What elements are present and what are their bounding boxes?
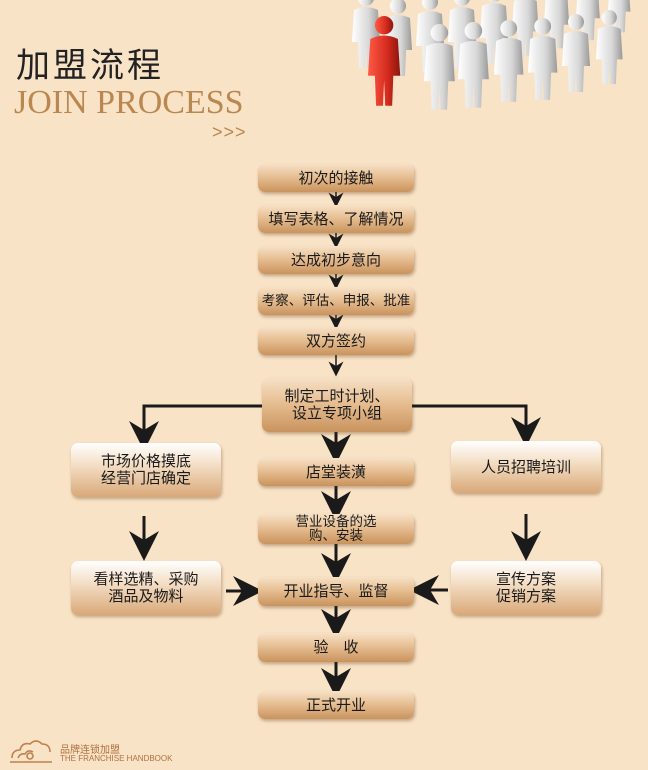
step-opening-guidance: 开业指导、监督	[258, 577, 414, 606]
step-equipment-line2: 购、安装	[309, 528, 363, 544]
step-sample-purchase: 看样选精、采购 酒品及物料	[71, 561, 221, 615]
step-acceptance: 验 收	[258, 633, 414, 662]
arrow-branch-right	[412, 404, 541, 447]
step-recruit-train: 人员招聘培训	[451, 441, 601, 493]
chevrons-decoration: >>>	[212, 122, 247, 142]
step-grand-opening: 正式开业	[258, 691, 414, 719]
step-plan-team-line1: 制定工时计划、	[284, 387, 390, 405]
page-title-en: JOIN PROCESS	[14, 84, 244, 121]
step-sign-contract: 双方签约	[258, 327, 414, 355]
step-fill-form: 填写表格、了解情况	[258, 205, 414, 233]
step-market-survey-line2: 经营门店确定	[100, 469, 191, 487]
footer-brand-en: THE FRANCHISE HANDBOOK	[60, 754, 173, 763]
step-plan-team-line2: 设立专项小组	[291, 404, 382, 422]
step-sample-purchase-line2: 酒品及物料	[108, 587, 184, 605]
arrow-branch-left	[129, 404, 262, 451]
step-initial-intent: 达成初步意向	[258, 246, 414, 274]
page-title-cn: 加盟流程	[16, 46, 164, 86]
step-equipment-line1: 营业设备的选	[295, 514, 377, 530]
step-market-survey-line1: 市场价格摸底	[100, 452, 191, 470]
step-promotion-plan-line2: 促销方案	[495, 587, 556, 605]
step-equipment: 营业设备的选 购、安装	[258, 514, 414, 544]
step-market-survey: 市场价格摸底 经营门店确定	[71, 443, 221, 497]
step-plan-team: 制定工时计划、 设立专项小组	[262, 378, 412, 432]
step-promotion-plan-line1: 宣传方案	[495, 570, 556, 588]
step-inspect-approve: 考察、评估、申报、批准	[258, 287, 414, 315]
footer-brand-cn: 品牌连锁加盟	[60, 745, 120, 756]
step-promotion-plan: 宣传方案 促销方案	[451, 561, 601, 615]
cloud-logo-icon	[10, 740, 52, 763]
step-decoration: 店堂装潢	[258, 458, 414, 486]
step-first-contact: 初次的接触	[258, 164, 414, 192]
step-sample-purchase-line1: 看样选精、采购	[93, 570, 199, 588]
